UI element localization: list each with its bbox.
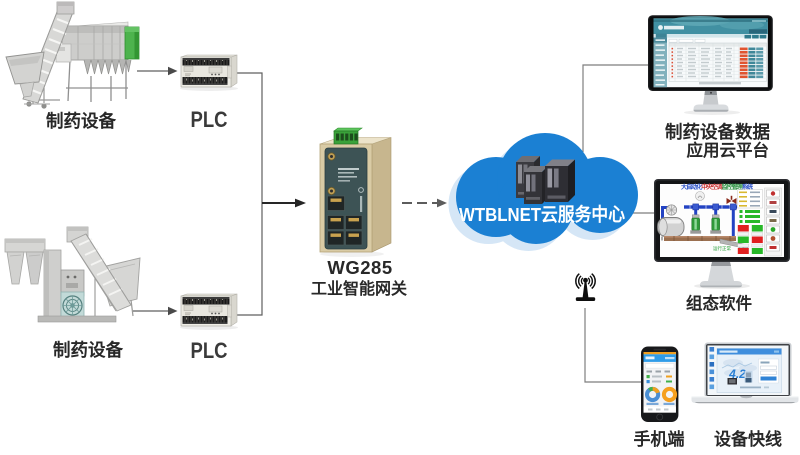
svg-text:制药设备数据: 制药设备数据 xyxy=(665,122,770,142)
svg-text:设备快线: 设备快线 xyxy=(714,429,782,449)
svg-text:制药设备: 制药设备 xyxy=(53,340,123,360)
svg-text:组态软件: 组态软件 xyxy=(686,293,753,313)
svg-text:大自动化中央空调监控管理系统: 大自动化中央空调监控管理系统 xyxy=(681,183,754,191)
svg-text:运行正常: 运行正常 xyxy=(713,245,731,252)
svg-text:WTBLNET云服务中心: WTBLNET云服务中心 xyxy=(459,204,625,225)
svg-text:制药设备: 制药设备 xyxy=(46,111,116,131)
svg-text:应用云平台: 应用云平台 xyxy=(687,140,770,160)
svg-text:工业智能网关: 工业智能网关 xyxy=(311,279,407,298)
svg-text:WG285: WG285 xyxy=(327,257,392,278)
svg-text:PLC: PLC xyxy=(191,107,228,132)
svg-text:PLC: PLC xyxy=(191,338,228,363)
svg-text:4.2: 4.2 xyxy=(728,367,746,381)
svg-text:手机端: 手机端 xyxy=(634,429,685,449)
